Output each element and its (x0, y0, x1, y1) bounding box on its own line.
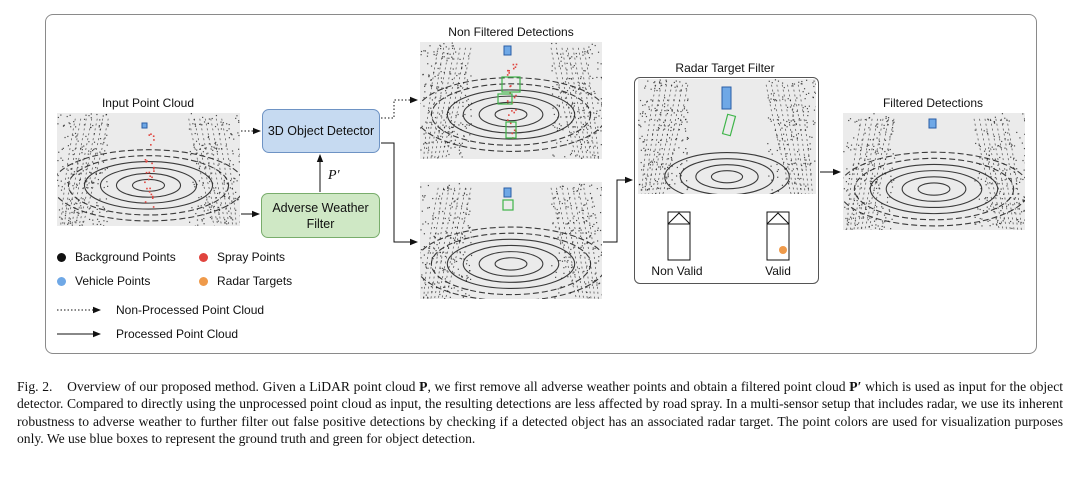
legend-radar-targets: Radar Targets (199, 274, 292, 288)
legend-non-processed-label: Non-Processed Point Cloud (116, 303, 265, 317)
caption-part1: Overview of our proposed method. Given a… (67, 379, 420, 394)
figure-caption: Fig. 2. Overview of our proposed method.… (17, 378, 1063, 448)
radar-target-dot (779, 246, 787, 254)
arrow-detector-to-nonfiltered (381, 96, 418, 119)
legend-radar-dot (199, 276, 208, 286)
p-prime-label: P′ (328, 168, 340, 183)
legend-spray-dot (199, 252, 208, 262)
filter-label-line2: Filter (306, 216, 335, 231)
filtered-detections-title: Filtered Detections (882, 96, 984, 110)
legend-background-points: Background Points (57, 250, 176, 264)
legend-spray-label: Spray Points (217, 250, 286, 264)
arrow-detector-to-filtered (381, 142, 418, 246)
input-point-cloud-title: Input Point Cloud (101, 96, 195, 110)
filter-label-line1: Adverse Weather (272, 200, 369, 215)
legend-background-label: Background Points (75, 250, 176, 264)
filtered-detections-image (843, 113, 1025, 230)
legend-vehicle-dot (57, 276, 66, 286)
non-valid-car-icon (667, 211, 691, 261)
caption-part2: , we first remove all adverse weather po… (427, 379, 850, 394)
legend-background-dot (57, 252, 66, 262)
arrow-to-radar-filter (603, 176, 633, 243)
input-point-cloud-image (57, 113, 240, 226)
caption-symbol-p-prime: P′ (849, 379, 862, 394)
adverse-weather-filter-box: Adverse Weather Filter (261, 193, 380, 238)
valid-car-icon (766, 211, 790, 261)
caption-part3: which is used as input for the object de… (17, 379, 1063, 447)
caption-symbol-p: P (419, 379, 428, 394)
nonfiltered-detections-image (420, 42, 602, 159)
non-valid-label: Non Valid (651, 264, 703, 278)
radar-target-filter-title: Radar Target Filter (675, 61, 775, 75)
valid-label: Valid (765, 264, 791, 278)
legend-vehicle-points: Vehicle Points (57, 274, 150, 288)
legend-spray-points: Spray Points (199, 250, 285, 264)
legend-processed-label: Processed Point Cloud (116, 327, 239, 341)
filtered-pointcloud-detections-image (420, 182, 602, 299)
legend-radar-label: Radar Targets (217, 274, 293, 288)
object-detector-box: 3D Object Detector (262, 109, 380, 153)
nonfiltered-detections-title: Non Filtered Detections (448, 25, 574, 39)
legend-vehicle-label: Vehicle Points (75, 274, 151, 288)
radar-filter-pointcloud-image (638, 79, 816, 194)
caption-fig-label: Fig. 2. (17, 379, 53, 394)
object-detector-label: 3D Object Detector (267, 124, 375, 138)
